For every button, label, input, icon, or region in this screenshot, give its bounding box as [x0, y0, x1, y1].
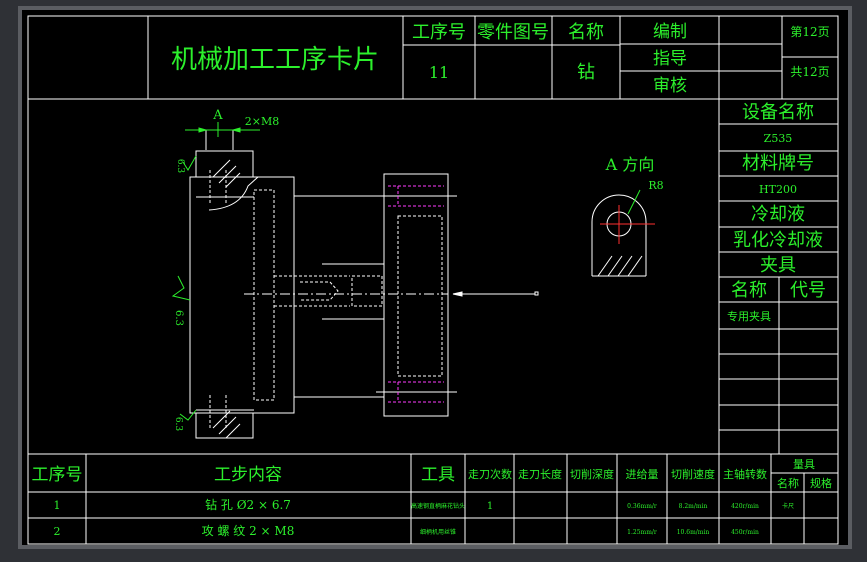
- col-gauge-name: 名称: [777, 476, 799, 490]
- step-2-feed: 1.25mm/r: [627, 529, 657, 536]
- step-1-content: 钻 孔 Ø2 × 6.7: [205, 497, 291, 512]
- step-2-speed: 10.6m/min: [677, 529, 710, 536]
- col-rpm: 主轴转数: [723, 467, 767, 481]
- fixture-code-label: 代号: [790, 280, 826, 301]
- col-passes: 走刀次数: [468, 467, 512, 481]
- part-drawing: A 2×M8 6.3 6.3 6.3 A 方向 R8: [171, 108, 664, 439]
- radius-label: R8: [648, 179, 663, 192]
- fixture-label: 夹具: [760, 255, 796, 276]
- name-label: 名称: [568, 22, 604, 43]
- step-1-passes: 1: [487, 501, 493, 512]
- title-block-frame: [27, 15, 839, 545]
- page-label: 第12页: [790, 25, 829, 39]
- part-drawing-label: 零件图号: [477, 22, 549, 43]
- equipment-label: 设备名称: [742, 102, 814, 123]
- fixture-name-label: 名称: [731, 280, 767, 301]
- step-2-tool: 细柄机用丝锥: [420, 528, 456, 536]
- col-gauge-spec: 规格: [810, 476, 832, 490]
- review-label: 审核: [653, 76, 687, 96]
- step-1-rpm: 420r/min: [731, 503, 759, 510]
- name-value: 钻: [577, 62, 595, 83]
- col-gauge: 量具: [793, 458, 815, 471]
- step-2-no: 2: [54, 525, 61, 538]
- step-1-no: 1: [54, 499, 61, 512]
- compile-label: 编制: [653, 22, 687, 42]
- col-tool: 工具: [421, 465, 455, 485]
- col-step-no: 工序号: [32, 465, 83, 485]
- step-2-rpm: 450r/min: [731, 529, 759, 536]
- step-1-tool: 高速钢直柄麻花钻头: [411, 502, 465, 510]
- card-title: 机械加工工序卡片: [171, 45, 379, 75]
- material-label: 材料牌号: [742, 153, 814, 174]
- step-1-gauge: 卡尺: [782, 502, 794, 510]
- dim-a-label: A: [212, 108, 223, 123]
- guide-label: 指导: [653, 49, 687, 69]
- step-2-content: 攻 螺 纹 2 × M8: [202, 524, 295, 538]
- col-feed: 进给量: [626, 468, 659, 481]
- coolant-label: 冷却液: [751, 204, 805, 225]
- coolant-value: 乳化冷却液: [733, 230, 823, 251]
- process-no-value: 11: [429, 63, 449, 82]
- col-length: 走刀长度: [518, 467, 562, 481]
- material-value: HT200: [759, 183, 797, 196]
- total-label: 共12页: [790, 65, 829, 79]
- col-speed: 切削速度: [671, 467, 715, 481]
- equipment-value: Z535: [764, 132, 793, 145]
- view-label: A 方向: [605, 155, 655, 174]
- fixture-name-value: 专用夹具: [727, 309, 771, 323]
- side-panel-frame: [718, 99, 838, 454]
- step-1-feed: 0.36mm/r: [627, 503, 657, 510]
- dim-thread-label: 2×M8: [245, 115, 279, 128]
- col-step-content: 工步内容: [214, 465, 282, 485]
- step-1-speed: 8.2m/min: [679, 503, 708, 510]
- roughness-left: 6.3: [173, 310, 184, 326]
- roughness-top: 6.3: [175, 159, 185, 174]
- roughness-bottom: 6.3: [173, 417, 183, 432]
- col-depth: 切削深度: [570, 467, 614, 481]
- process-no-label: 工序号: [412, 22, 466, 43]
- steps-table-frame: [28, 453, 838, 544]
